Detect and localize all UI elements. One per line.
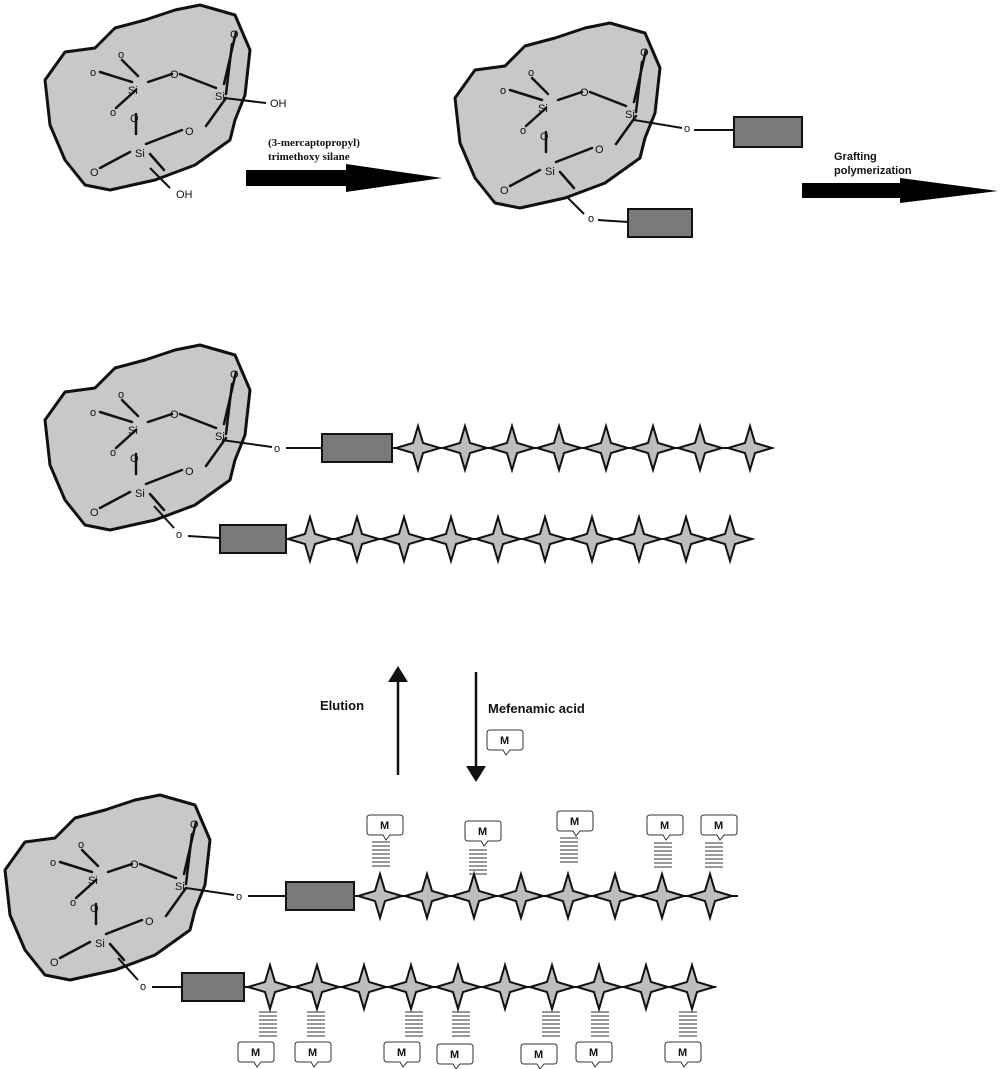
o-atom-label: o <box>236 891 242 903</box>
template-label: M <box>450 1049 459 1061</box>
bound-templates-lower: M M M M M M M <box>237 1011 702 1069</box>
template-label: M <box>534 1049 543 1061</box>
reaction-arrow-icon <box>246 164 442 192</box>
mefenamic-acid-label: Mefenamic acid <box>488 701 585 716</box>
step2-label-line2: polymerization <box>834 165 912 177</box>
step2-label-line1: Grafting <box>834 151 877 163</box>
o-atom-label: o <box>140 981 146 993</box>
silane-linker-icon <box>321 433 393 463</box>
template-label: M <box>478 826 487 838</box>
template-label: M <box>380 820 389 832</box>
silane-linker-icon <box>733 116 803 148</box>
template-label: M <box>308 1047 317 1059</box>
polymer-chain-upper-imprinted <box>357 873 733 919</box>
step1-reagent-label-line1: (3-mercaptopropyl) <box>268 137 360 149</box>
template-label: M <box>397 1047 406 1059</box>
silane-linker-icon <box>627 208 693 238</box>
step1-reagent-label-line2: trimethoxy silane <box>268 151 350 163</box>
template-label: M <box>570 816 579 828</box>
template-label: M <box>714 820 723 832</box>
template-label: M <box>678 1047 687 1059</box>
hydroxyl-label: OH <box>176 189 193 201</box>
silane-linker-icon <box>285 881 355 911</box>
reaction-arrow-step1: (3-mercaptopropyl) trimethoxy silane <box>246 137 442 192</box>
template-label: M <box>251 1047 260 1059</box>
template-label: M <box>589 1047 598 1059</box>
polymer-chain-lower-imprinted <box>247 964 715 1010</box>
mefenamic-acid-arrow: Mefenamic acid M <box>466 672 585 782</box>
o-atom-label: o <box>684 123 690 135</box>
elution-label: Elution <box>320 698 364 713</box>
stage-grafted-polymer: o o <box>43 343 773 562</box>
silane-linker-icon <box>181 972 245 1002</box>
bound-templates-upper: M M M M M <box>366 810 738 875</box>
polymer-chain-upper <box>395 425 773 471</box>
elution-arrow: Elution <box>320 666 408 775</box>
silane-linker-icon <box>219 524 287 554</box>
stage-bare-silica: OH OH <box>43 3 287 201</box>
reaction-arrow-icon <box>802 178 998 203</box>
reaction-arrow-step2: Grafting polymerization <box>802 151 998 203</box>
o-atom-label: o <box>588 213 594 225</box>
template-label: M <box>660 820 669 832</box>
stage-silanized-silica: o o <box>453 21 803 238</box>
stage-imprinted-polymer: o M M M M M o <box>3 793 738 1069</box>
o-atom-label: o <box>176 529 182 541</box>
polymer-chain-lower <box>287 516 753 562</box>
o-atom-label: o <box>274 443 280 455</box>
hydroxyl-label: OH <box>270 98 287 110</box>
template-label: M <box>500 735 509 747</box>
